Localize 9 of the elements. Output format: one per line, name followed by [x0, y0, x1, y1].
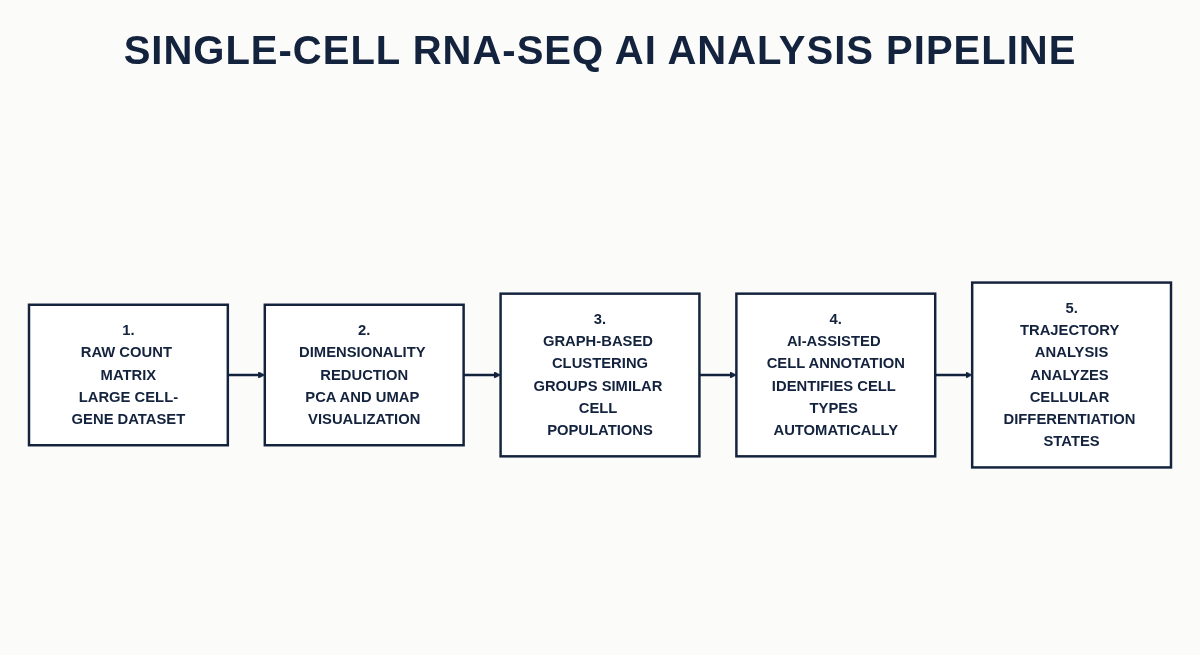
node-box: 5. TRAJECTORY ANALYSIS ANALYZES CELLULAR DIFFERENTIATION STATES	[970, 281, 1173, 469]
node-box: 2. DIMENSIONALITY REDUCTION PCA AND UMAP VISUALIZATION	[263, 303, 465, 447]
arrow	[935, 371, 973, 379]
arrow	[463, 371, 501, 379]
arrow	[699, 371, 737, 379]
node-box: 4. AI-ASSISTED CELL ANNOTATION IDENTIFIES CELL TYPES AUTOMATICALLY	[735, 292, 937, 458]
node-box: 3. GRAPH-BASED CLUSTERING GROUPS SIMILAR CELL POPULATIONS	[499, 292, 701, 458]
title: SINGLE-CELL RNA-SEQ AI ANALYSIS PIPELINE	[122, 27, 1078, 74]
node-box: 1. RAW COUNT MATRIX LARGE CELL-GENE DATASET	[27, 303, 230, 447]
